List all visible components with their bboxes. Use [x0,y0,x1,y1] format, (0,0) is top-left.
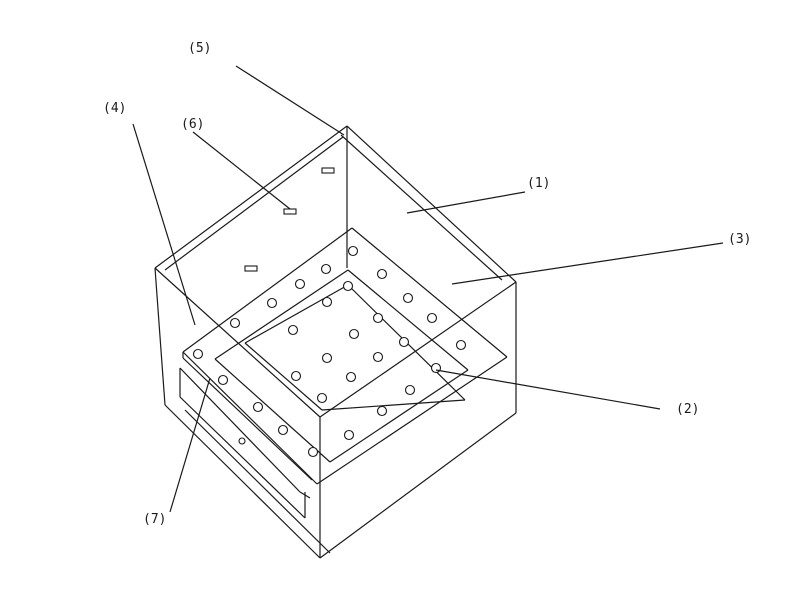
tray-inner-bottom-edge [214,358,331,463]
hole [347,245,359,257]
callout-labels: (5) (6) (4) (1) (3) (2) (7) [103,41,751,527]
box-top-left-edge [154,125,348,269]
box-front-top-right-edge [319,281,517,418]
hole [321,352,333,364]
slot [283,208,297,215]
leader-6 [192,131,291,210]
middle-sheet-bottom-right [321,399,466,411]
hole [398,336,410,348]
box-top-left-inner-edge [164,136,344,271]
label-1: (1) [527,176,550,191]
hole [372,312,384,324]
box-top-right-inner-edge [340,134,503,281]
hole [402,292,414,304]
hole [372,351,384,363]
leader-7 [169,377,211,513]
wall-slots [244,167,335,272]
hole [252,401,264,413]
leader-lines [132,65,724,513]
leader-4 [132,123,196,326]
label-5: (5) [188,41,211,56]
box-bottom-left-edge [164,404,321,559]
hole [294,278,306,290]
slot [244,265,258,272]
hole [426,312,438,324]
tray-holes [192,245,467,458]
label-4: (4) [103,101,126,116]
box-front-top-left-edge [154,267,321,418]
tray-front-left-edge [182,351,318,485]
box-left-edge [154,267,166,406]
tray-inner-right-edge [329,369,469,463]
label-2: (2) [676,402,699,417]
label-7: (7) [143,512,166,527]
hole [229,317,241,329]
side-plate-corner [299,491,311,499]
tray-front-lower-edge [182,357,313,481]
leader-5 [235,65,345,136]
hole [321,296,333,308]
hole [455,339,467,351]
hole [343,429,355,441]
slot [321,167,335,174]
tray-back-right-edge [351,227,508,358]
outer-box [154,125,517,559]
hole [345,371,357,383]
hole [376,405,388,417]
hole [266,297,278,309]
hole [287,324,299,336]
hole [277,424,289,436]
hole [320,263,332,275]
middle-sheet-left-edge [244,284,349,344]
side-plate-upper-edge [179,367,301,493]
side-plate-lower-edge [179,396,306,519]
leader-3 [451,242,724,285]
hole [217,374,229,386]
hole [404,384,416,396]
tray-back-left-edge [182,227,353,353]
label-3: (3) [728,232,751,247]
box-top-right-edge [346,125,517,283]
hole [348,328,360,340]
tray-inner-top-edge [347,269,469,371]
hole [376,268,388,280]
middle-sheet-bottom-left [244,342,323,411]
box-bottom-inner-edge [184,409,331,554]
label-6: (6) [181,117,204,132]
hole [290,370,302,382]
tray-front-right-edge [316,356,508,485]
leader-2 [435,369,661,410]
hole [238,437,246,445]
hole [316,392,328,404]
leader-1 [406,191,526,214]
hole [307,446,319,458]
perforated-tray [179,227,508,519]
box-bottom-right-edge [319,412,517,559]
hole [192,348,204,360]
tray-inner-left-edge [214,269,349,360]
hole [342,280,354,292]
